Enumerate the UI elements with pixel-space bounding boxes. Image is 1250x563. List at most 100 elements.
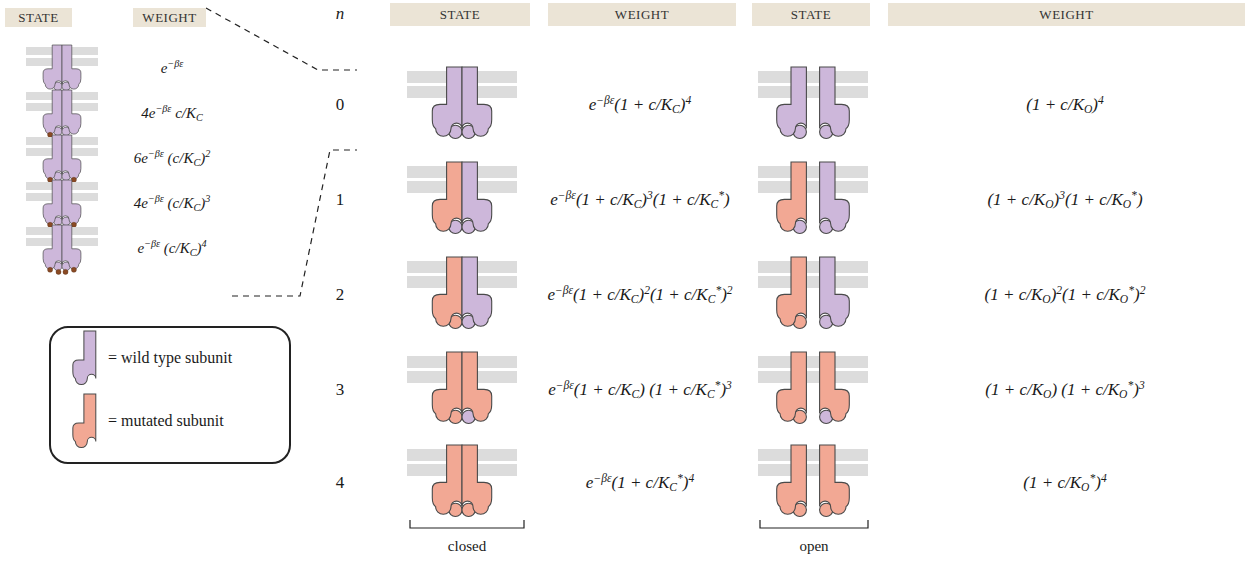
front-subunit xyxy=(777,352,807,421)
ligand-dot xyxy=(48,267,53,272)
front-subunit xyxy=(62,180,81,224)
subunit-sample xyxy=(73,394,96,448)
front-subunit xyxy=(62,45,81,89)
front-subunit xyxy=(62,135,81,179)
channel-icon xyxy=(43,90,81,137)
weight-formula: e−βε(1 + c/KC)4 xyxy=(589,95,692,115)
front-subunit xyxy=(820,67,850,136)
front-subunit xyxy=(462,257,492,326)
front-subunit xyxy=(43,135,62,179)
channel-icon xyxy=(43,135,81,182)
front-subunit xyxy=(43,225,62,269)
front-subunit xyxy=(777,445,807,514)
weight-formula: 4e−βε (c/KC)3 xyxy=(134,194,211,212)
legend-text: = wild type subunit xyxy=(108,349,232,367)
membrane-band xyxy=(758,166,868,178)
membrane-band xyxy=(758,71,868,83)
ligand-dot xyxy=(71,267,76,272)
zoom-line xyxy=(232,150,357,296)
front-subunit xyxy=(43,45,62,89)
front-subunit xyxy=(462,352,492,421)
channel-icon xyxy=(43,180,81,229)
row-number: 4 xyxy=(336,473,345,493)
front-subunit xyxy=(432,162,462,231)
header-band: STATE xyxy=(752,3,870,26)
front-subunit xyxy=(62,225,81,269)
bracket xyxy=(410,520,524,528)
subunit-sample xyxy=(73,331,96,385)
membrane-band xyxy=(758,371,868,383)
ligand-dot xyxy=(63,269,68,274)
open-channel-icon xyxy=(777,162,850,234)
front-subunit xyxy=(777,162,807,231)
header-text: STATE xyxy=(18,10,58,26)
column-header: n xyxy=(336,4,345,24)
membrane-band xyxy=(758,449,868,461)
membrane-band xyxy=(758,181,868,193)
weight-formula: e−βε(1 + c/KC) (1 + c/KC*)3 xyxy=(548,380,732,400)
weight-formula: 4e−βε c/KC xyxy=(141,104,203,122)
open-channel-icon xyxy=(777,352,850,424)
front-subunit xyxy=(777,257,807,326)
row-number: 2 xyxy=(336,285,345,305)
front-subunit xyxy=(432,352,462,421)
front-subunit xyxy=(820,257,850,326)
row-number: 3 xyxy=(336,380,345,400)
front-subunit xyxy=(820,352,850,421)
weight-formula: 6e−βε (c/KC)2 xyxy=(134,149,211,167)
front-subunit xyxy=(432,67,462,136)
closed-channel-icon xyxy=(432,257,491,329)
weight-formula: e−βε(1 + c/KC)3(1 + c/KC*) xyxy=(550,190,729,210)
closed-channel-icon xyxy=(432,445,491,517)
front-subunit xyxy=(62,90,81,134)
membrane-band xyxy=(758,261,868,273)
front-subunit xyxy=(820,162,850,231)
front-subunit xyxy=(432,445,462,514)
weight-formula: e−βε (c/KC)4 xyxy=(137,239,206,257)
front-subunit xyxy=(432,257,462,326)
front-subunit xyxy=(462,162,492,231)
membrane-band xyxy=(758,356,868,368)
front-subunit xyxy=(820,445,850,514)
weight-formula: (1 + c/KO)4 xyxy=(1026,95,1104,115)
bracket xyxy=(760,520,868,528)
header-text: WEIGHT xyxy=(142,10,196,26)
closed-channel-icon xyxy=(432,67,491,139)
header-text: WEIGHT xyxy=(1039,7,1093,23)
membrane-band xyxy=(758,86,868,98)
front-subunit xyxy=(462,67,492,136)
legend-box xyxy=(50,327,290,463)
weight-formula: (1 + c/KO*)4 xyxy=(1023,473,1106,493)
closed-channel-icon xyxy=(432,352,491,424)
open-channel-icon xyxy=(777,67,850,139)
weight-formula: e−βε(1 + c/KC)2(1 + c/KC*)2 xyxy=(547,285,732,305)
weight-formula: (1 + c/KO) (1 + c/KO*)3 xyxy=(985,380,1144,400)
legend-text: = mutated subunit xyxy=(108,412,224,430)
front-subunit xyxy=(43,90,62,134)
open-channel-icon xyxy=(777,445,850,517)
channel-icon xyxy=(43,45,81,91)
header-band: WEIGHT xyxy=(548,3,736,26)
header-band: STATE xyxy=(390,3,530,26)
ligand-dot xyxy=(56,269,61,274)
column-label: closed xyxy=(448,537,486,555)
weight-formula: (1 + c/KO)2(1 + c/KO*)2 xyxy=(985,285,1146,305)
header-band: WEIGHT xyxy=(133,8,206,27)
row-number: 0 xyxy=(336,95,345,115)
header-text: STATE xyxy=(440,7,480,23)
weight-formula: (1 + c/KO)3(1 + c/KO*) xyxy=(987,190,1142,210)
front-subunit xyxy=(462,445,492,514)
open-channel-icon xyxy=(777,257,850,329)
weight-formula: e−βε(1 + c/KC*)4 xyxy=(586,473,694,493)
header-text: WEIGHT xyxy=(615,7,669,23)
header-band: WEIGHT xyxy=(888,3,1245,26)
channel-icon xyxy=(43,225,81,274)
membrane-band xyxy=(758,276,868,288)
front-subunit xyxy=(777,67,807,136)
membrane-band xyxy=(758,464,868,476)
front-subunit xyxy=(43,180,62,224)
row-number: 1 xyxy=(336,190,345,210)
header-text: STATE xyxy=(791,7,831,23)
zoom-line xyxy=(206,8,357,70)
